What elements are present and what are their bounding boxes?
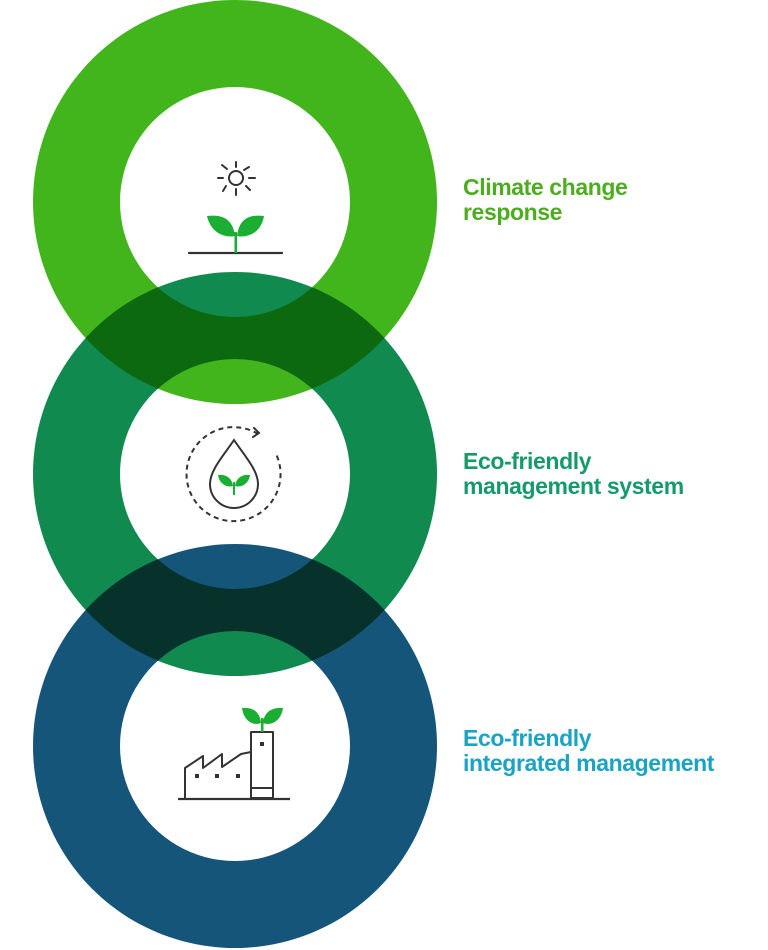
overlap-management-integrated [33, 544, 438, 948]
label-line: Climate change [463, 174, 628, 200]
label-eco-friendly-integrated-management: Eco-friendly integrated management [463, 726, 714, 776]
label-line: integrated management [463, 750, 715, 776]
label-climate-change-response: Climate change response [463, 174, 628, 225]
label-line: Eco-friendly [463, 725, 592, 751]
sun-icon [217, 161, 256, 196]
label-line: Eco-friendly [463, 448, 592, 474]
label-line: management system [463, 473, 684, 499]
label-eco-friendly-management-system: Eco-friendly management system [463, 449, 684, 499]
sprout-icon [207, 215, 264, 253]
label-line: response [463, 199, 563, 225]
water-drop-cycle-icon [185, 426, 282, 523]
factory-sprout-icon [178, 707, 290, 801]
